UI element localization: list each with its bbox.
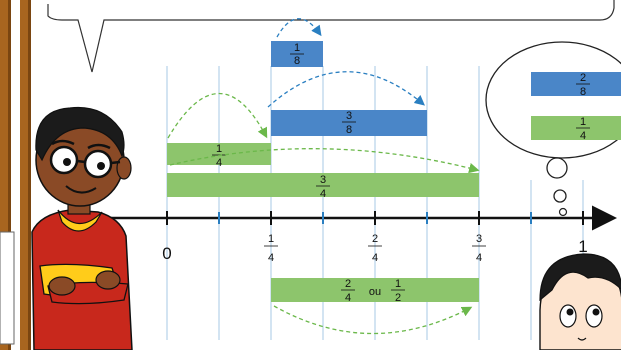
thought-bubble: 2 8 1 4 [485,41,621,217]
svg-text:3: 3 [346,110,352,122]
bar-one-eighth: 1 8 [271,41,323,67]
green-arrow-two-quarters [273,305,473,335]
bar-three-eighths: 3 8 [271,110,427,136]
bar-three-quarters: 3 4 [167,173,479,200]
svg-text:2: 2 [580,72,586,84]
svg-text:4: 4 [320,188,326,200]
girl-character [539,253,621,350]
svg-text:1: 1 [216,143,222,155]
svg-text:4: 4 [216,157,222,169]
tick-label-three-quarters: 3 4 [472,233,486,264]
svg-text:1: 1 [268,233,274,245]
speech-balloon [47,0,615,73]
one-label: 1 [578,237,587,256]
svg-text:3: 3 [476,233,482,245]
svg-text:8: 8 [346,124,352,136]
svg-text:2: 2 [372,233,378,245]
svg-text:4: 4 [476,252,482,264]
svg-text:4: 4 [268,252,274,264]
bar-two-quarters: 2 4 ou 1 2 [271,278,479,304]
blue-arrow-small [276,18,322,38]
svg-text:4: 4 [580,130,586,142]
svg-text:3: 3 [320,174,326,186]
green-arrow-quarter [167,93,268,139]
tick-label-two-quarters: 2 4 [368,233,382,264]
number-line: 0 1 1 4 2 4 3 4 [110,205,617,264]
svg-text:2: 2 [395,292,401,304]
svg-text:1: 1 [395,278,401,290]
svg-text:8: 8 [580,86,586,98]
dashed-arrows [167,18,480,335]
svg-text:2: 2 [345,278,351,290]
svg-text:4: 4 [345,292,351,304]
svg-text:4: 4 [372,252,378,264]
boy-character [31,106,133,350]
svg-text:1: 1 [294,42,300,54]
tick-label-one-quarter: 1 4 [264,233,278,264]
svg-text:ou: ou [369,286,381,298]
green-arrow-three-quarters [169,148,480,174]
zero-label: 0 [162,244,171,263]
svg-text:1: 1 [580,116,586,128]
board-frame [0,0,31,350]
svg-text:8: 8 [294,55,300,67]
blue-arrow-large [267,71,425,108]
